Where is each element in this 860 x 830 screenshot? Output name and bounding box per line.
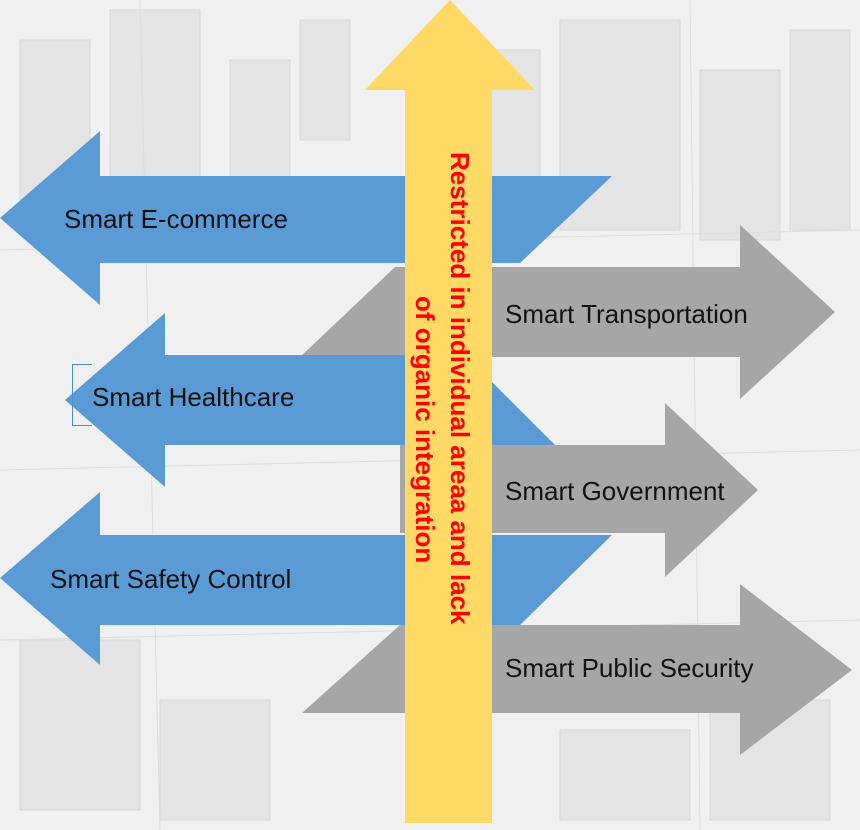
- label-smart-ecommerce: Smart E-commerce: [64, 204, 288, 234]
- label-smart-government: Smart Government: [505, 476, 725, 506]
- label-smart-safety-control: Smart Safety Control: [50, 564, 292, 594]
- label-smart-transportation: Smart Transportation: [505, 299, 748, 329]
- label-smart-public-security: Smart Public Security: [505, 653, 754, 683]
- central-text-line2: of organic integration: [410, 296, 440, 564]
- arrow-central-up: [365, 0, 535, 823]
- label-smart-healthcare: Smart Healthcare: [92, 382, 295, 412]
- central-text-line1: Restricted in individual areaa and lack: [445, 152, 475, 625]
- healthcare-bracket: [72, 364, 92, 426]
